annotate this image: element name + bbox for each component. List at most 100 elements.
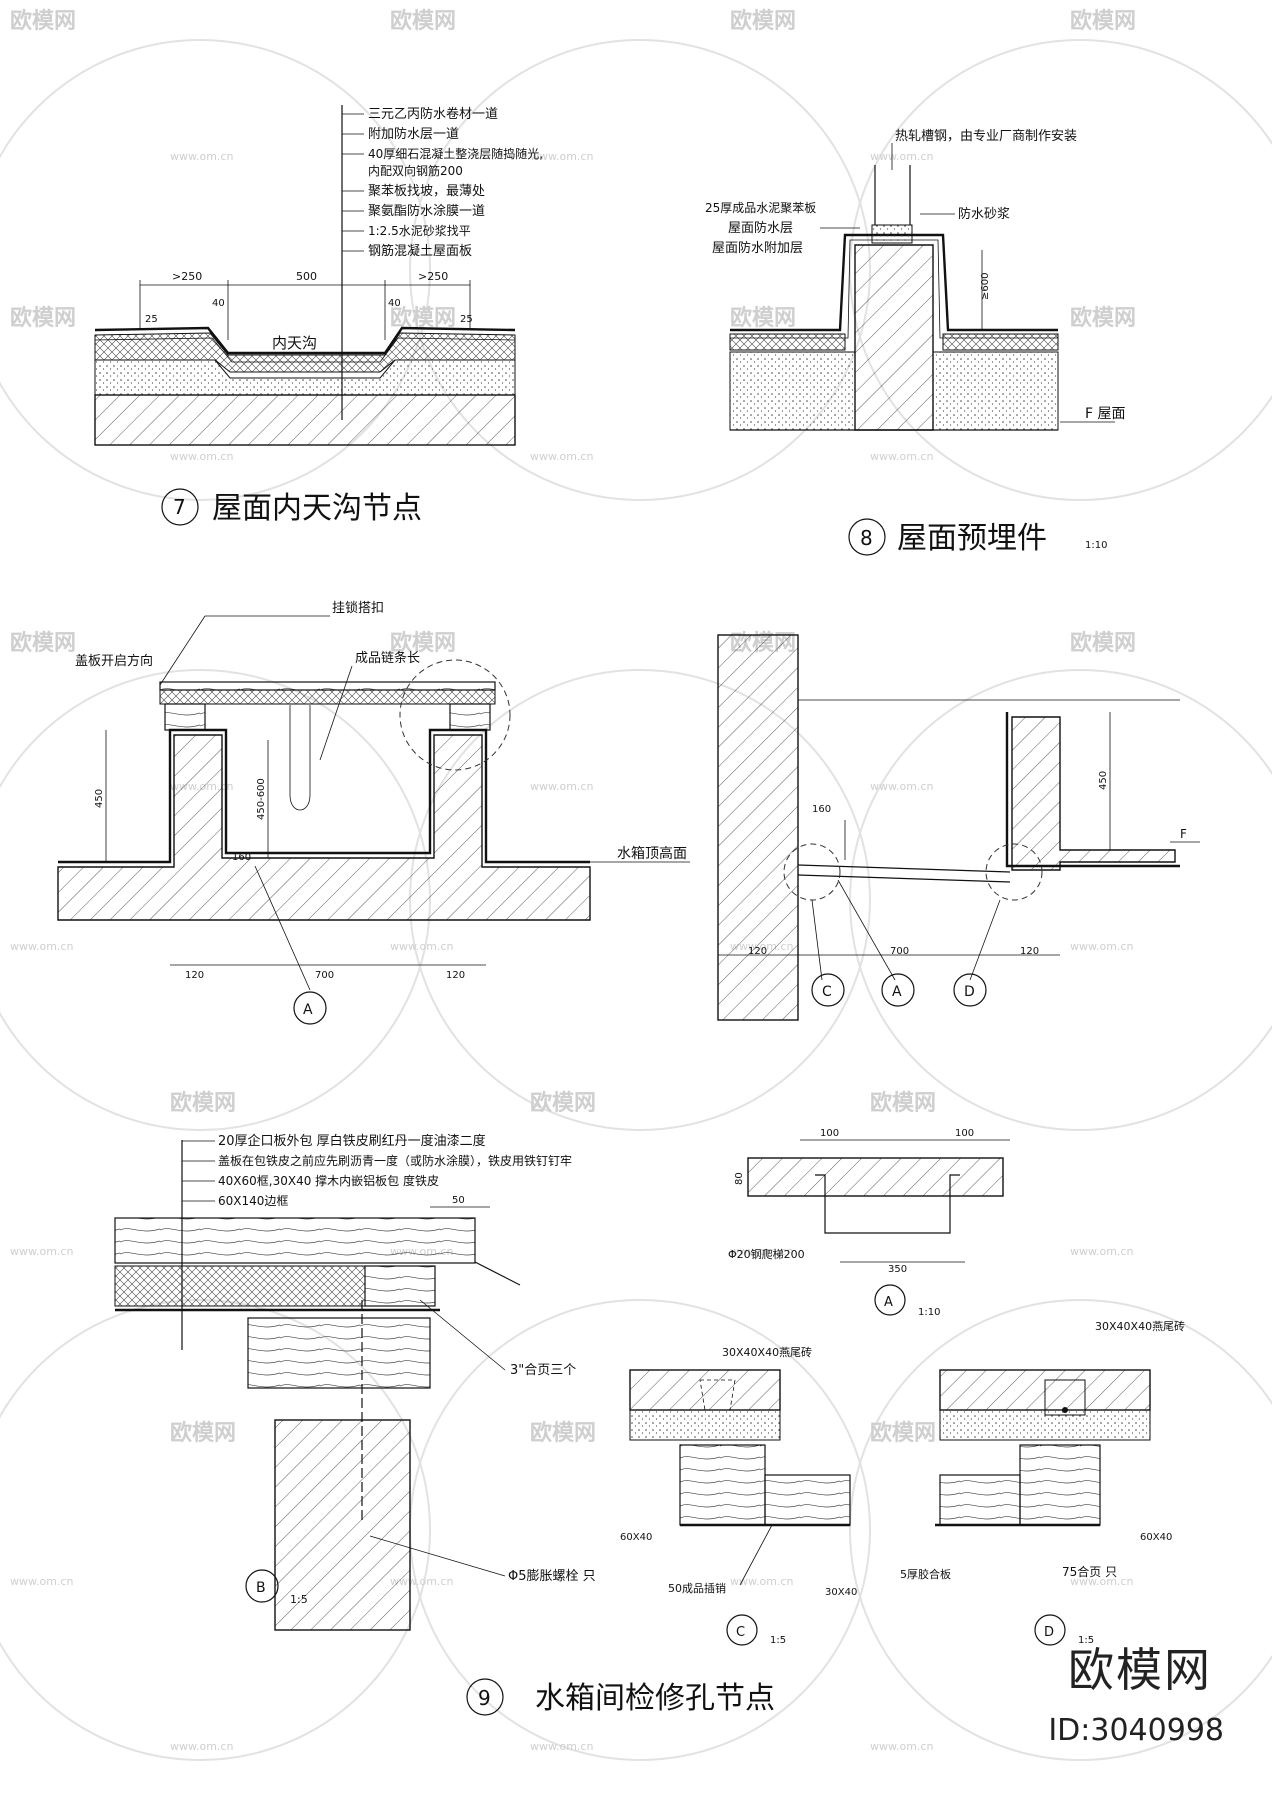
svg-text:成品链条长: 成品链条长 (355, 650, 420, 666)
svg-text:1:2.5水泥砂浆找平: 1:2.5水泥砂浆找平 (368, 223, 471, 238)
tank-top-level: 水箱顶高面 (617, 845, 687, 862)
svg-text:500: 500 (296, 270, 317, 283)
watermark-logo: 欧模网 (1070, 8, 1136, 34)
svg-text:>250: >250 (172, 270, 202, 283)
watermark-logo: 欧模网 (170, 1420, 236, 1446)
svg-text:D: D (964, 984, 975, 1000)
watermark-logo: 欧模网 (530, 1090, 596, 1116)
watermark-logo: 欧模网 (10, 630, 76, 656)
svg-text:盖板开启方向: 盖板开启方向 (75, 653, 153, 669)
detail-7-title: 屋面内天沟节点 (212, 491, 422, 526)
svg-text:30X40X40燕尾砖: 30X40X40燕尾砖 (722, 1345, 812, 1359)
svg-text:≥600: ≥600 (980, 273, 991, 300)
svg-text:盖板在包铁皮之前应先刷沥青一度（或防水涂膜），铁皮用铁钉钉牢: 盖板在包铁皮之前应先刷沥青一度（或防水涂膜），铁皮用铁钉钉牢 (218, 1153, 572, 1168)
watermark-logo: 欧模网 (530, 1420, 596, 1446)
detail-8-embed: ≥600 热轧槽钢，由专业厂商制作安装 25厚成品水泥聚苯板 屋面防水层 屋面防… (705, 129, 1126, 556)
svg-text:30X40X40燕尾砖: 30X40X40燕尾砖 (1095, 1319, 1185, 1333)
svg-text:450-600: 450-600 (256, 778, 267, 820)
svg-text:40厚细石混凝土整浇层随捣随光,: 40厚细石混凝土整浇层随捣随光, (368, 146, 543, 161)
svg-text:60X40: 60X40 (1140, 1532, 1172, 1543)
watermark-logo: 欧模网 (10, 8, 76, 34)
svg-text:A: A (884, 1295, 893, 1310)
roof-slab-with-curbs (57, 734, 591, 921)
watermark-logo: 欧模网 (870, 1090, 936, 1116)
detail-hatch-section: 450 450-600 160 120 700 120 挂锁搭扣 盖板开启方向 … (57, 600, 690, 1025)
svg-text:160: 160 (232, 852, 251, 863)
svg-text:5厚胶合板: 5厚胶合板 (900, 1567, 951, 1581)
svg-text:160: 160 (812, 804, 831, 815)
svg-text:100: 100 (955, 1128, 974, 1139)
detail-9-title-group: 9 水箱间检修孔节点 (466, 1678, 775, 1716)
svg-text:防水砂浆: 防水砂浆 (958, 206, 1010, 222)
watermark-logo: 欧模网 (390, 305, 456, 331)
detail-9-d: 30X40X40燕尾砖 60X40 5厚胶合板 75合页 只 D 1:5 (900, 1319, 1185, 1646)
svg-text:50成品插销: 50成品插销 (668, 1581, 726, 1595)
watermark-url: www.om.cn (1070, 1245, 1133, 1258)
svg-text:聚苯板找坡，最薄处: 聚苯板找坡，最薄处 (368, 184, 485, 199)
svg-text:450: 450 (94, 789, 105, 808)
svg-text:25厚成品水泥聚苯板: 25厚成品水泥聚苯板 (705, 201, 816, 215)
svg-text:三元乙丙防水卷材一道: 三元乙丙防水卷材一道 (368, 106, 498, 122)
svg-text:热轧槽钢，由专业厂商制作安装: 热轧槽钢，由专业厂商制作安装 (895, 129, 1077, 144)
watermark-logo: 欧模网 (730, 305, 796, 331)
svg-text:>250: >250 (418, 270, 448, 283)
detail-8-notes: 热轧槽钢，由专业厂商制作安装 25厚成品水泥聚苯板 屋面防水层 屋面防水附加层 … (705, 129, 1077, 256)
watermark-url: www.om.cn (390, 940, 453, 953)
svg-text:120: 120 (748, 946, 767, 957)
svg-text:C: C (736, 1625, 745, 1640)
detail-9-title: 水箱间检修孔节点 (535, 1681, 775, 1716)
detail-7-number-circle (161, 488, 199, 526)
watermark-url: www.om.cn (870, 150, 933, 163)
detail-7-notes: 三元乙丙防水卷材一道 附加防水层一道 40厚细石混凝土整浇层随捣随光, 内配双向… (342, 106, 543, 259)
svg-text:屋面防水层: 屋面防水层 (728, 220, 793, 236)
svg-text:40X60框,30X40 撑木内嵌铝板包 度铁皮: 40X60框,30X40 撑木内嵌铝板包 度铁皮 (218, 1173, 439, 1188)
svg-text:40: 40 (388, 298, 401, 309)
watermark-logo: 欧模网 (10, 305, 76, 331)
svg-text:120: 120 (185, 970, 204, 981)
watermark-url: www.om.cn (170, 1740, 233, 1753)
brand-logo: 欧模网 (1068, 1643, 1212, 1697)
svg-text:附加防水层一道: 附加防水层一道 (368, 126, 459, 142)
watermark-logo: 欧模网 (390, 8, 456, 34)
gutter-label: 内天沟 (272, 334, 317, 352)
svg-text:25: 25 (145, 314, 158, 325)
svg-text:1:5: 1:5 (290, 1593, 308, 1606)
svg-text:75合页 只: 75合页 只 (1062, 1564, 1117, 1579)
svg-text:1:10: 1:10 (1085, 540, 1107, 551)
watermark-url: www.om.cn (10, 940, 73, 953)
detail-9-a: 100 100 80 350 Φ20钢爬梯200 A 1:10 (728, 1128, 1010, 1318)
upstand-wall (854, 244, 934, 431)
svg-text:450: 450 (1098, 771, 1109, 790)
svg-text:7: 7 (173, 495, 186, 519)
svg-text:700: 700 (890, 946, 909, 957)
watermark-url: www.om.cn (730, 1245, 793, 1258)
detail-9-b: 50 20厚企口板外包 厚白铁皮刷红丹一度油漆二度 盖板在包铁皮之前应先刷沥青一… (114, 1133, 596, 1631)
watermark-url: www.om.cn (170, 450, 233, 463)
watermark-url: www.om.cn (1070, 1575, 1133, 1588)
svg-text:700: 700 (315, 970, 334, 981)
watermark-url: www.om.cn (870, 1740, 933, 1753)
watermark-url: www.om.cn (530, 450, 593, 463)
watermark-logo: 欧模网 (390, 630, 456, 656)
watermark-url: www.om.cn (10, 1575, 73, 1588)
svg-text:聚氨酯防水涂膜一道: 聚氨酯防水涂膜一道 (368, 203, 485, 219)
svg-text:40: 40 (212, 298, 225, 309)
svg-text:25: 25 (460, 314, 473, 325)
svg-text:1:10: 1:10 (918, 1307, 940, 1318)
svg-text:60X140边框: 60X140边框 (218, 1194, 288, 1208)
watermark-logo: 欧模网 (730, 8, 796, 34)
watermark-logo: 欧模网 (1070, 305, 1136, 331)
svg-text:Φ20钢爬梯200: Φ20钢爬梯200 (728, 1248, 805, 1261)
watermark-url: www.om.cn (1070, 940, 1133, 953)
svg-text:内配双向钢筋200: 内配双向钢筋200 (368, 163, 463, 178)
watermark-url: www.om.cn (730, 1575, 793, 1588)
watermark-url: www.om.cn (530, 150, 593, 163)
cover-panel (159, 689, 496, 705)
watermark-logo: 欧模网 (870, 1420, 936, 1446)
svg-text:钢筋混凝土屋面板: 钢筋混凝土屋面板 (368, 243, 472, 259)
svg-text:A: A (892, 984, 902, 1000)
watermark-url: www.om.cn (870, 780, 933, 793)
svg-text:20厚企口板外包 厚白铁皮刷红丹一度油漆二度: 20厚企口板外包 厚白铁皮刷红丹一度油漆二度 (218, 1133, 486, 1149)
